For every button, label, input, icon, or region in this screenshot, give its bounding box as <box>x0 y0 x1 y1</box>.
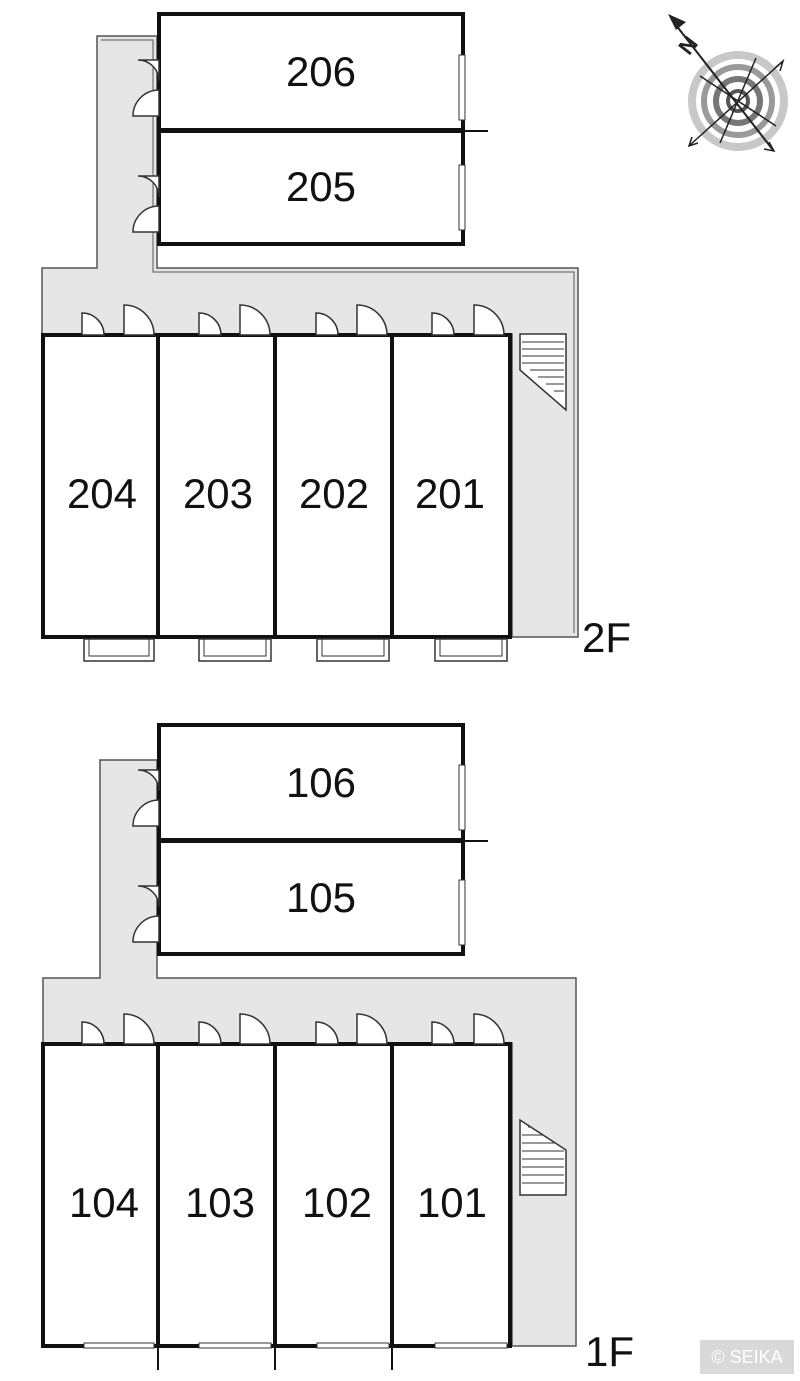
unit-102[interactable]: 102 <box>273 1013 394 1370</box>
unit-203[interactable]: 203 <box>156 304 277 662</box>
floor-label-2f: 2F <box>582 614 631 661</box>
unit-label: 102 <box>302 1179 372 1226</box>
unit-205[interactable]: 205 <box>132 129 466 246</box>
unit-label: 106 <box>286 759 356 806</box>
stairs-1f <box>519 1118 567 1196</box>
unit-103[interactable]: 103 <box>156 1013 277 1370</box>
unit-label: 205 <box>286 163 356 210</box>
compass-rose-icon: N <box>668 14 788 153</box>
unit-label: 105 <box>286 874 356 921</box>
unit-201[interactable]: 201 <box>390 304 512 662</box>
unit-label: 203 <box>183 470 253 517</box>
unit-106[interactable]: 106 <box>132 723 488 842</box>
unit-label: 201 <box>415 470 485 517</box>
floor-2f: 206 205 204 203 <box>41 12 631 662</box>
unit-101[interactable]: 101 <box>390 1013 512 1349</box>
unit-105[interactable]: 105 <box>132 839 466 956</box>
floor-label-1f: 1F <box>585 1328 634 1375</box>
credit-badge: © SEIKA <box>700 1340 794 1374</box>
unit-label: 103 <box>185 1179 255 1226</box>
unit-label: 206 <box>286 48 356 95</box>
unit-label: 202 <box>299 470 369 517</box>
unit-206[interactable]: 206 <box>132 12 488 132</box>
unit-104[interactable]: 104 <box>41 1013 160 1370</box>
unit-label: 204 <box>67 470 137 517</box>
unit-label: 104 <box>69 1179 139 1226</box>
unit-label: 101 <box>417 1179 487 1226</box>
stairs-2f <box>519 333 567 412</box>
unit-202[interactable]: 202 <box>273 304 394 662</box>
unit-204[interactable]: 204 <box>41 304 160 662</box>
floor-1f: 106 105 104 103 <box>41 723 634 1375</box>
